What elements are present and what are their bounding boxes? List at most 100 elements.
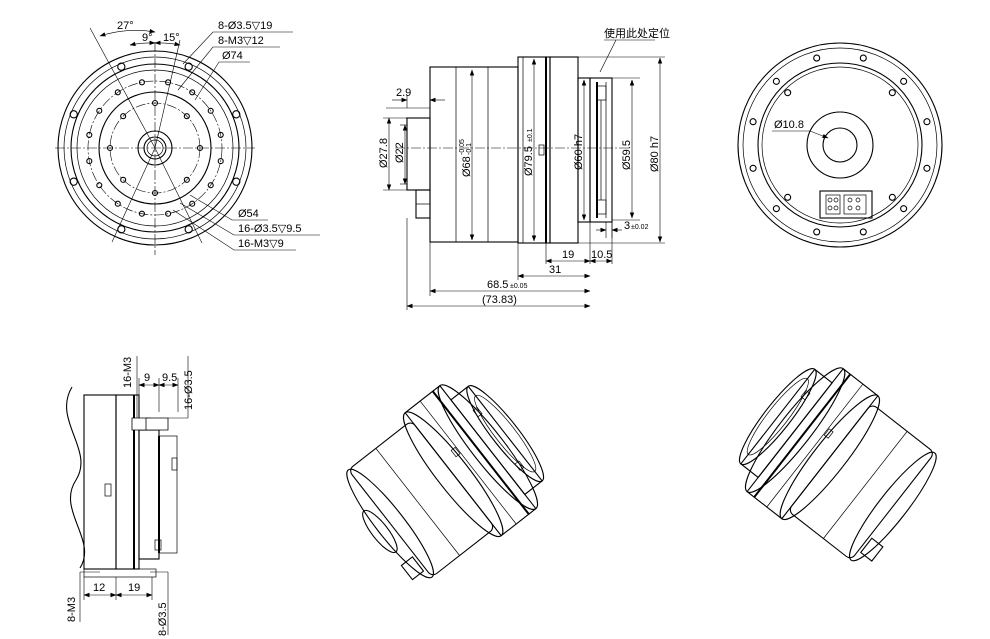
body-section — [83, 394, 117, 570]
dim-10-5: 10.5 — [591, 249, 612, 261]
holes-8-d35-label: 8-Ø3.5▽19 — [218, 20, 272, 32]
rear-hole — [900, 205, 908, 213]
m3-hole — [165, 210, 172, 217]
dim-d79-5: Ø79.5 — [523, 146, 535, 176]
angle-15-arc — [154, 40, 181, 47]
rear-hole — [749, 164, 757, 172]
dim-d59-5: Ø59.5 — [621, 140, 633, 170]
pcd-54-label: Ø54 — [238, 208, 259, 220]
rear-boss — [806, 111, 874, 179]
rear-inner-hole — [784, 89, 792, 97]
front-view: 27° 9° 15° 8-Ø3.5▽19 8-M3▽12 Ø74 Ø54 16-… — [55, 20, 320, 255]
rear-housing — [757, 62, 923, 228]
outer-hole — [184, 225, 193, 234]
m3-hole — [138, 210, 145, 217]
iso2-output-plate — [740, 368, 833, 479]
angle-27-arc — [99, 28, 156, 37]
rear-boss — [406, 117, 431, 191]
iso1-output-plate — [450, 385, 543, 496]
holes-8-m3-label: 8-M3▽12 — [218, 35, 264, 47]
inner-hole — [151, 99, 159, 107]
dim-9-5: 9.5 — [162, 372, 177, 384]
dim-68-5: 68.5 — [487, 279, 508, 291]
outer-hole — [69, 177, 78, 186]
outer-hole — [232, 110, 241, 119]
dim-d68-tol-lower: -0.1 — [466, 143, 473, 155]
m3-hole — [114, 89, 121, 96]
rear-hole — [772, 77, 780, 85]
base-flange — [83, 568, 157, 578]
m3-hole — [86, 131, 93, 138]
m3-hole — [86, 158, 93, 165]
inner-hole — [120, 113, 127, 120]
dim-d80: Ø80 h7 — [649, 136, 661, 172]
angle-15-label: 15° — [163, 32, 180, 44]
rear-bolt-holes — [749, 54, 931, 236]
leader-8-holes — [182, 31, 293, 65]
holes-16-d35-label: 16-Ø3.5▽9.5 — [238, 223, 302, 235]
break-line — [66, 386, 86, 569]
rear-inner-hole — [888, 89, 896, 97]
angle-leader-3 — [111, 147, 156, 243]
side-section-view: 2.9 Ø27.8 Ø22 Ø68 -0.05 -0.1 Ø79.5 ±0.1 … — [378, 26, 670, 310]
holes-16-d35-label: 16-Ø3.5 — [183, 370, 195, 410]
rear-bore — [822, 127, 858, 163]
housing-ring — [76, 69, 234, 227]
rear-outer-flange — [737, 42, 943, 248]
leader-16-holes — [179, 202, 320, 236]
dim-68-5-tol: ±0.05 — [510, 283, 528, 290]
inner-hole — [196, 144, 204, 152]
dim-12: 12 — [93, 582, 105, 594]
angle-9-label: 9° — [142, 32, 153, 44]
rear-hole — [923, 118, 931, 126]
rear-view: Ø10.8 — [737, 42, 943, 248]
rear-connector — [819, 190, 873, 219]
dim-31: 31 — [549, 264, 561, 276]
leader-pcd74 — [194, 61, 250, 101]
outer-hole — [117, 62, 126, 71]
m3-hole — [96, 182, 103, 189]
iso1-output-face — [466, 385, 545, 483]
dim-d68: Ø68 — [461, 156, 473, 177]
iso2-rear-face — [849, 451, 937, 562]
dim-d27-8: Ø27.8 — [378, 138, 390, 168]
holes-8-m3-label: 8-M3 — [66, 597, 78, 622]
outer-hole — [232, 177, 241, 186]
m3-threaded-holes — [86, 79, 224, 217]
dim-d79-5-tol: ±0.1 — [527, 128, 534, 142]
leader-pcd54 — [189, 194, 268, 221]
inner-hole — [183, 176, 190, 183]
isometric-view-2 — [738, 367, 937, 562]
iso1-rear-boss — [362, 509, 398, 554]
iso1-rear-face — [346, 468, 434, 579]
rear-hole — [859, 228, 867, 236]
outer-hole — [69, 110, 78, 119]
locate-here-note: 使用此处定位 — [604, 26, 670, 40]
rear-hole — [813, 228, 821, 236]
m3-hole — [189, 200, 196, 207]
hole-16-d35 — [145, 417, 169, 431]
inner-hole — [183, 113, 190, 120]
rear-hole — [900, 77, 908, 85]
flange-inner-ring — [63, 56, 247, 240]
holes-16-m3-label: 16-M3 — [122, 357, 134, 388]
leader-16-m3 — [172, 209, 296, 251]
dim-2-9: 2.9 — [396, 87, 411, 99]
angle-leader-1 — [89, 27, 156, 149]
dim-19-b: 19 — [128, 582, 140, 594]
outer-hole — [184, 62, 193, 71]
dim-73-83: (73.83) — [482, 294, 517, 306]
inner-bolt-holes — [106, 99, 204, 197]
dim-d60: Ø60 h7 — [573, 134, 585, 170]
flange-step-ring — [70, 63, 240, 233]
angle-leader-2 — [154, 39, 181, 149]
dim-d68-tol-upper: -0.05 — [459, 139, 466, 155]
dim-d10-8: Ø10.8 — [774, 119, 804, 131]
m3-hole — [207, 182, 214, 189]
rear-inner-hole — [888, 193, 896, 201]
output-ring — [98, 91, 212, 205]
rear-hole — [772, 205, 780, 213]
m3-hole — [96, 107, 103, 114]
inner-hole — [120, 176, 127, 183]
